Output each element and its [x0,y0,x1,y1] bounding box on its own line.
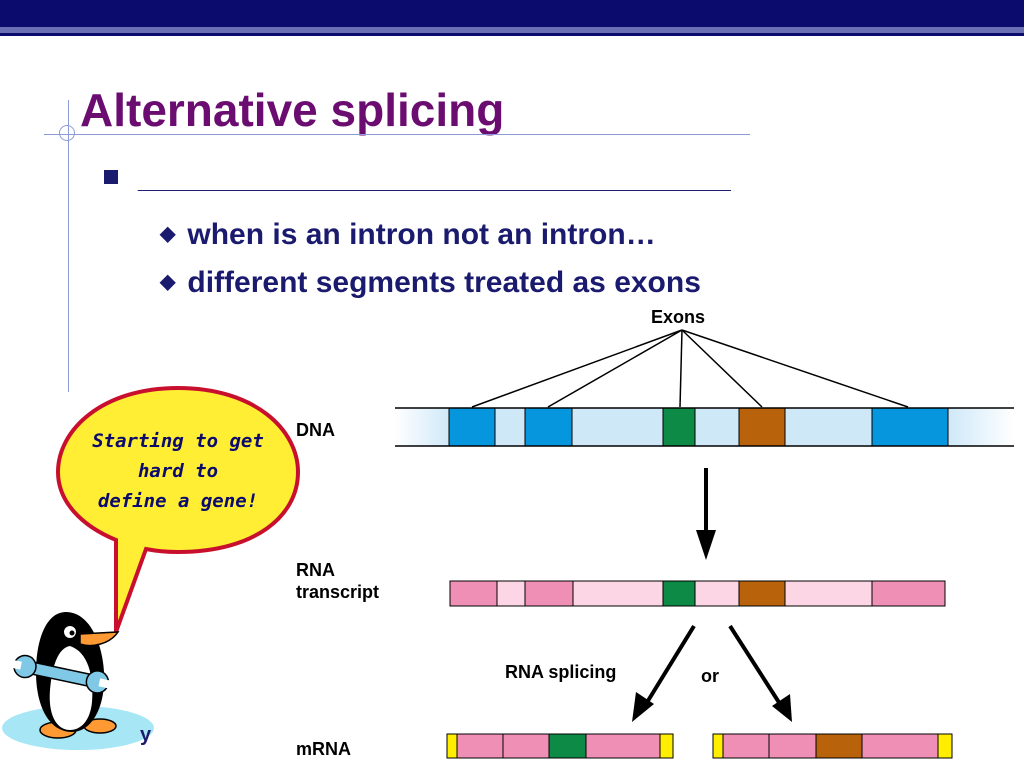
pointer-line [679,329,683,408]
slide-title: Alternative splicing [80,84,505,136]
mrna-exon [548,733,587,759]
rna-intron [496,580,526,607]
mrna-cap [446,733,458,759]
mrna-tail [937,733,953,759]
pointer-line [471,329,683,408]
title-rule [44,134,750,135]
subbullet-2: ◆ different segments treated as exons [160,266,701,300]
rna-exon-5 [871,580,946,607]
dna-exon-1 [448,407,496,447]
rna-exon-1 [449,580,498,607]
dna-label: DNA [296,420,335,440]
rna-exon-3 [662,580,696,607]
rna-label-line2: transcript [296,581,380,602]
pointer-line [547,329,683,408]
speech-bubble-text: Starting to get hard to define a gene! [78,426,278,516]
mrna-exon [861,733,939,759]
exon-pointer-lines [471,329,909,408]
dna-fade-left [395,408,450,446]
mrna-exon [502,733,550,759]
exons-label: Exons [651,307,706,327]
dna-exon-2 [524,407,573,447]
mrna-tail [659,733,674,759]
rna-splicing-label: RNA splicing [505,662,617,682]
diamond-bullet-icon: ◆ [160,271,176,293]
pointer-line [681,329,909,408]
arrowhead [696,530,716,560]
mrna-label: mRNA [296,739,352,759]
splicing-arrow-right [728,624,792,722]
transcription-arrow [696,468,716,560]
bullet-blank-line: ________________________________________… [104,164,731,195]
rna-transcript-strand [449,580,946,607]
header-stripe [0,27,1024,33]
mrna-exon [768,733,817,759]
subbullet-2-text: different segments treated as exons [187,266,701,299]
arrowhead [772,694,792,722]
or-label: or [701,666,719,686]
rule-ring-decoration [59,125,75,141]
mrna-variant-1 [446,733,674,759]
mrna-exon [815,733,863,759]
dna-strand [395,407,1014,447]
mrna-exon [722,733,770,759]
rna-intron [572,580,664,607]
dna-exon-3 [662,407,696,447]
footer-fragment: y [140,724,152,746]
margin-rule [68,100,69,392]
rna-label-line1: RNA [296,560,335,580]
bubble-line-1: Starting to get [92,430,264,452]
subbullet-1: ◆ when is an intron not an intron… [160,218,656,252]
penguin-with-wrench-icon [2,612,154,750]
arrowhead [632,692,654,722]
rna-transcript-label: RNA transcript [296,560,379,603]
dna-fade-right [948,408,1014,446]
rna-exon-4 [738,580,786,607]
bubble-line-2: hard to [137,460,219,482]
dna-exon-5 [871,407,949,447]
rna-intron [694,580,740,607]
dna-exon-4 [738,407,786,447]
subbullet-1-text: when is an intron not an intron… [187,218,656,251]
bubble-line-3: define a gene! [97,490,259,512]
mrna-cap [712,733,724,759]
rna-intron [784,580,873,607]
pointer-line [681,329,763,408]
diamond-bullet-icon: ◆ [160,223,176,245]
mrna-exon [456,733,504,759]
speech-bubble [55,385,301,633]
square-bullet-icon [104,170,118,184]
splicing-arrow-left [632,624,696,722]
mrna-variant-2 [712,733,953,759]
rna-exon-2 [524,580,574,607]
mrna-exon [585,733,661,759]
bullet-blank-text: ________________________________________… [138,164,731,194]
